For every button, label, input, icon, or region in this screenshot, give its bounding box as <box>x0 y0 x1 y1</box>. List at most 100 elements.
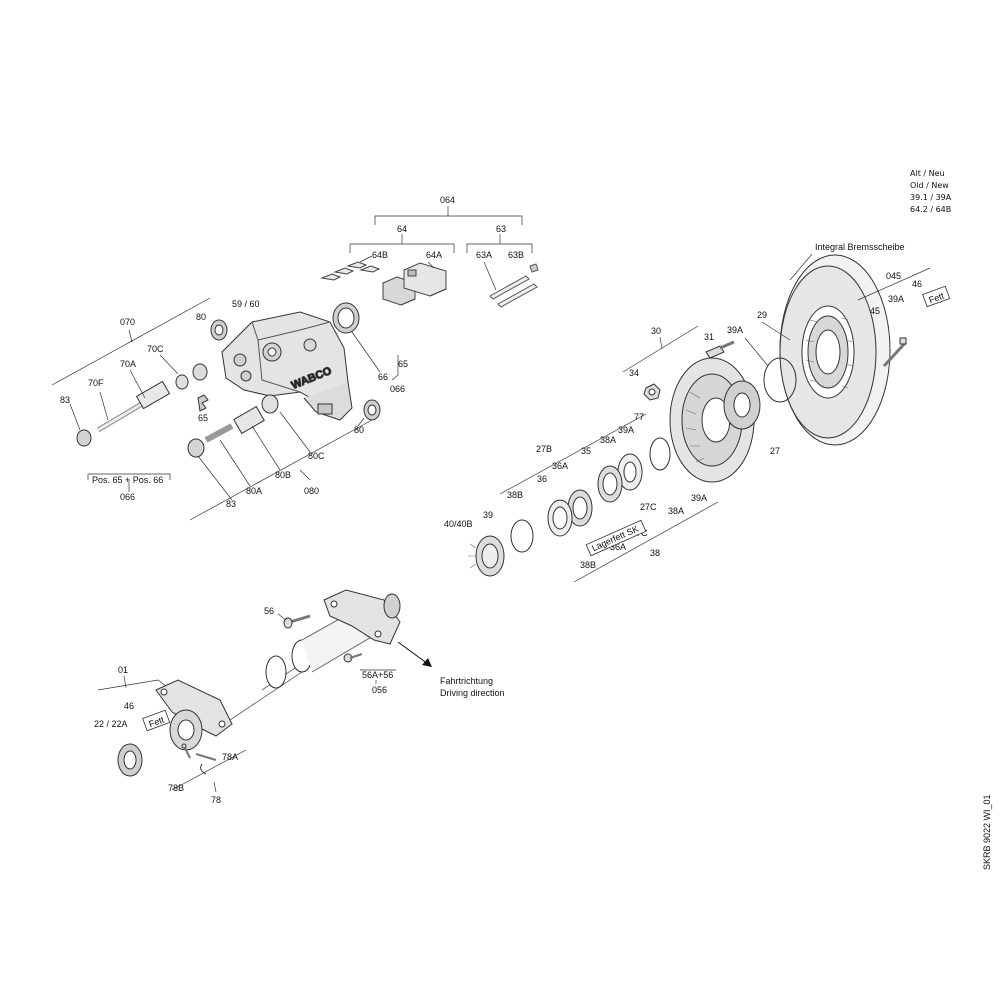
label-070: 070 <box>120 317 135 327</box>
bearing-stack <box>511 438 670 552</box>
old-new-legend: Alt / Neu Old / New 39.1 / 39A 64.2 / 64… <box>910 169 952 214</box>
label-45: 45 <box>870 306 880 316</box>
label-27: 27 <box>770 446 780 456</box>
label-78: 78 <box>211 795 221 805</box>
axle-nut-22 <box>118 744 142 776</box>
label-46-left: 46 <box>124 701 134 711</box>
label-78A: 78A <box>222 752 238 762</box>
label-34: 34 <box>629 368 639 378</box>
label-83-bottom: 83 <box>226 499 236 509</box>
label-64B: 64B <box>372 250 388 260</box>
label-01: 01 <box>118 665 128 675</box>
axle-flange-right <box>324 590 400 644</box>
label-38B-bottom: 38B <box>580 560 596 570</box>
label-056: 056 <box>372 685 387 695</box>
note-pos-65-66: Pos. 65 + Pos. 66 <box>92 475 163 485</box>
label-70F: 70F <box>88 378 104 388</box>
label-38A-bottom: 38A <box>668 506 684 516</box>
label-56: 56 <box>264 606 274 616</box>
direction-en: Driving direction <box>440 688 505 698</box>
label-70A: 70A <box>120 359 136 369</box>
label-66: 66 <box>378 372 388 382</box>
label-080: 080 <box>304 486 319 496</box>
label-63B: 63B <box>508 250 524 260</box>
seal-66 <box>333 303 380 372</box>
label-80-bottom: 80 <box>354 425 364 435</box>
label-36A: 36A <box>552 461 568 471</box>
hub-group-brackets <box>499 267 931 583</box>
brake-disc-29 <box>780 255 890 445</box>
label-80A: 80A <box>246 486 262 496</box>
legend-line-4: 64.2 / 64B <box>910 205 951 214</box>
axle-group-brackets <box>97 669 396 793</box>
label-38B: 38B <box>507 490 523 500</box>
seal-ring-80-bottom <box>358 400 380 426</box>
wheel-hub-27 <box>670 358 760 482</box>
seal-ring-39A-hub <box>764 358 796 402</box>
caliper-group-brackets <box>51 297 399 521</box>
label-066-right: 066 <box>390 384 405 394</box>
pad-group-brackets <box>349 206 533 253</box>
label-27B: 27B <box>536 444 552 454</box>
label-064: 064 <box>440 195 455 205</box>
label-045: 045 <box>886 271 901 281</box>
label-39A-mid: 39A <box>618 425 634 435</box>
label-38: 38 <box>650 548 660 558</box>
label-39A-top: 39A <box>727 325 743 335</box>
hub-cap-40 <box>468 536 504 576</box>
grease-note-right: Fett <box>922 285 951 308</box>
axle-flange-left <box>156 680 232 750</box>
drawing-id: SKRB 9022 WI_01 <box>982 794 992 870</box>
label-22-22A: 22 / 22A <box>94 719 128 729</box>
legend-line-1: Alt / Neu <box>910 169 945 178</box>
driving-direction-arrow <box>397 641 432 667</box>
guide-pin-set-70 <box>70 355 208 446</box>
label-39: 39 <box>483 510 493 520</box>
bolt-31 <box>706 342 734 358</box>
screw-56A <box>344 654 362 662</box>
label-36: 36 <box>537 474 547 484</box>
label-31: 31 <box>704 332 714 342</box>
direction-de: Fahrtrichtung <box>440 676 493 686</box>
label-80B: 80B <box>275 470 291 480</box>
retaining-pins-63 <box>484 262 538 307</box>
label-77: 77 <box>634 412 644 422</box>
label-63: 63 <box>496 224 506 234</box>
label-29: 29 <box>757 310 767 320</box>
label-39A-right: 39A <box>888 294 904 304</box>
label-38A: 38A <box>600 435 616 445</box>
pin-78B <box>182 744 190 758</box>
label-27C-top: 27C <box>640 502 657 512</box>
label-36A-bottom: 36A <box>610 542 626 552</box>
label-59-60: 59 / 60 <box>232 299 260 309</box>
guide-sleeve-set-80 <box>188 395 310 500</box>
screw-56 <box>278 614 310 628</box>
brake-caliper-59-60: WABCO <box>222 312 352 420</box>
brake-pads-64A <box>383 262 446 305</box>
label-46-right: 46 <box>912 279 922 289</box>
label-83-left: 83 <box>60 395 70 405</box>
wheel-stud-45 <box>884 338 906 366</box>
label-63A: 63A <box>476 250 492 260</box>
label-40-40B: 40/40B <box>444 519 473 529</box>
disc-title: Integral Bremsscheibe <box>815 242 905 252</box>
label-39A-bottom: 39A <box>691 493 707 503</box>
label-64A: 64A <box>426 250 442 260</box>
label-70C: 70C <box>147 344 164 354</box>
legend-line-2: Old / New <box>910 181 949 190</box>
label-56A-56: 56A+56 <box>362 670 393 680</box>
label-65-spring: 65 <box>198 413 208 423</box>
label-80C: 80C <box>308 451 325 461</box>
label-80-top: 80 <box>196 312 206 322</box>
label-78B: 78B <box>168 783 184 793</box>
label-066-left: 066 <box>120 492 135 502</box>
label-64: 64 <box>397 224 407 234</box>
pad-springs-64B <box>322 256 379 280</box>
nut-34 <box>644 384 660 400</box>
legend-line-3: 39.1 / 39A <box>910 193 952 202</box>
grease-note-left: Fett <box>142 709 171 732</box>
seal-ring-80-top <box>211 320 227 340</box>
pin-78A <box>196 754 216 774</box>
label-35: 35 <box>581 446 591 456</box>
